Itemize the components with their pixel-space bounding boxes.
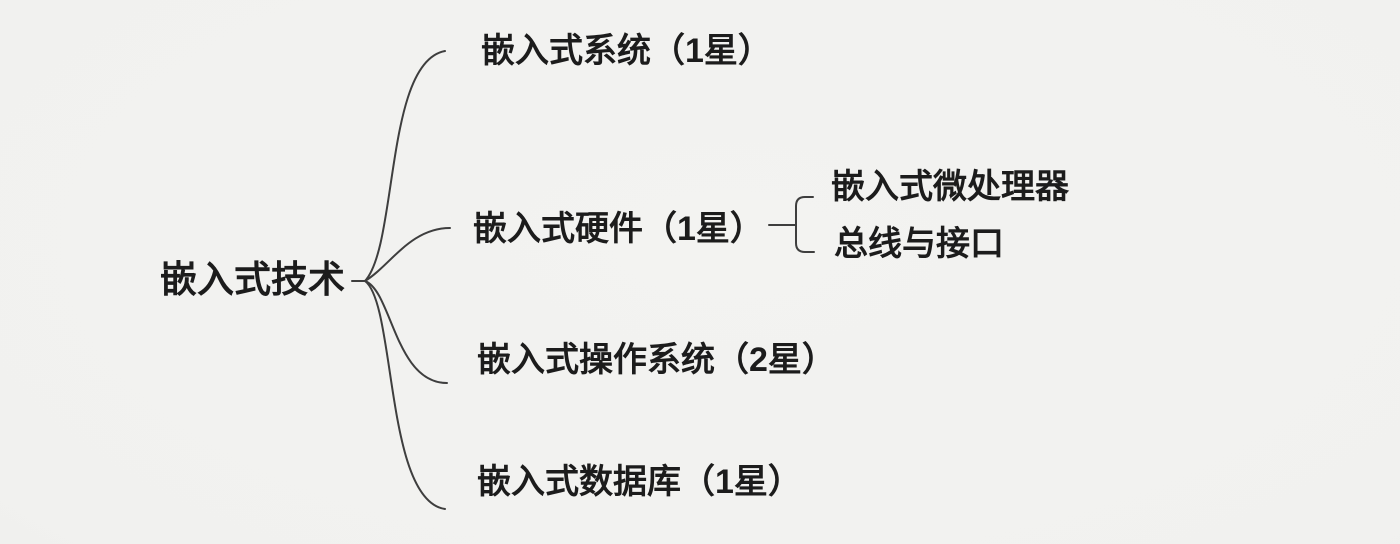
child-node-embedded-microprocessor[interactable]: 嵌入式微处理器 <box>831 168 1069 206</box>
branch-node-embedded-hardware[interactable]: 嵌入式硬件（1星） <box>473 210 764 248</box>
branch-curve-embedded-os <box>364 280 448 384</box>
branch-curve-embedded-system <box>364 50 446 282</box>
branch-node-embedded-os[interactable]: 嵌入式操作系统（2星） <box>477 341 836 379</box>
branch-node-embedded-system[interactable]: 嵌入式系统（1星） <box>481 32 772 70</box>
branch-curve-embedded-hardware <box>364 227 451 282</box>
child-node-bus-and-interface[interactable]: 总线与接口 <box>834 225 1004 263</box>
hardware-children-bracket <box>795 196 815 253</box>
branch-curve-embedded-database <box>364 280 446 510</box>
branch-node-embedded-database[interactable]: 嵌入式数据库（1星） <box>477 463 802 501</box>
root-node-embedded-technology[interactable]: 嵌入式技术 <box>160 259 345 300</box>
